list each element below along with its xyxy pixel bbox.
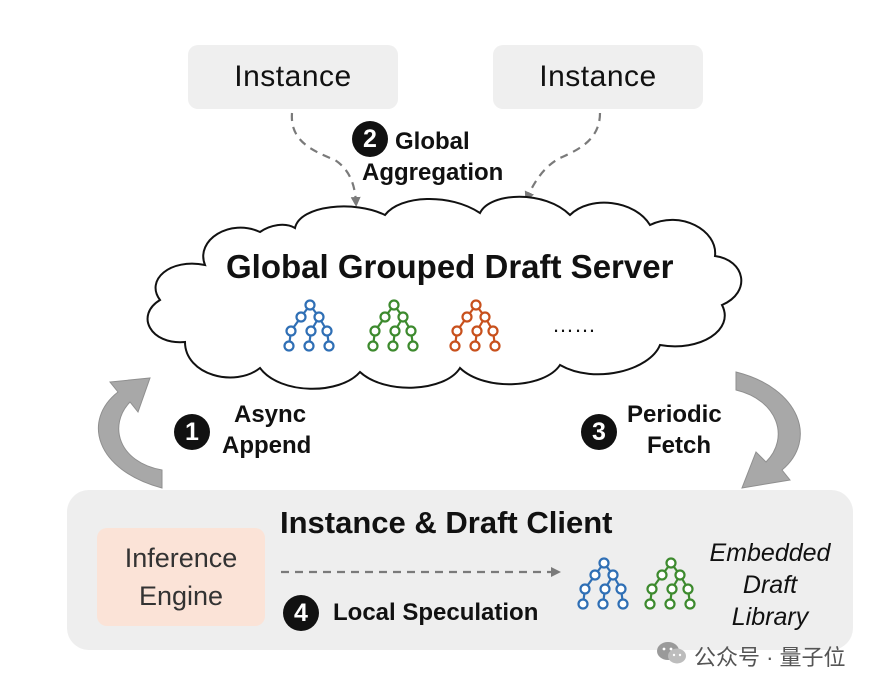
aggregation-arrow-right: [524, 112, 602, 202]
embedded-draft-library-label: Embedded Draft Library: [700, 537, 840, 633]
watermark-text: 公众号 · 量子位: [694, 645, 846, 670]
aggregation-arrow-left: [290, 112, 361, 207]
periodic-fetch-label-line2: Fetch: [647, 432, 712, 459]
tree-icon: [577, 557, 629, 610]
step-number-1: 1: [174, 414, 210, 450]
tree-icon: [283, 299, 335, 352]
step-number-4: 4: [283, 595, 319, 631]
wechat-icon: [657, 642, 686, 664]
library-line1: Embedded: [709, 539, 831, 567]
instance-box-left: Instance: [188, 45, 398, 109]
periodic-fetch-label-line1: Periodic: [627, 401, 722, 428]
inference-engine-line1: Inference: [124, 543, 238, 573]
inference-engine-line2: Engine: [138, 581, 224, 611]
step-number-3: 3: [581, 414, 617, 450]
client-title: Instance & Draft Client: [280, 505, 613, 540]
periodic-fetch-arrow: [735, 371, 801, 489]
instance-label: Instance: [539, 60, 657, 93]
global-aggregation-label-line1: Global: [395, 128, 470, 155]
local-speculation-arrow: [281, 567, 561, 577]
inference-engine-box: Inference Engine: [97, 528, 265, 626]
library-line3: Library: [731, 603, 809, 631]
more-trees-ellipsis: ……: [552, 312, 596, 337]
async-append-label-line2: Append: [222, 432, 312, 459]
library-line2: Draft: [742, 571, 798, 599]
async-append-label-line1: Async: [234, 401, 307, 428]
local-speculation-label: Local Speculation: [333, 599, 539, 626]
step-number-2: 2: [352, 121, 388, 157]
instance-label: Instance: [234, 60, 352, 93]
tree-icon: [644, 557, 696, 610]
tree-icon: [449, 299, 501, 352]
global-aggregation-label-line2: Aggregation: [362, 159, 504, 186]
server-title: Global Grouped Draft Server: [226, 248, 674, 285]
instance-box-right: Instance: [493, 45, 703, 109]
server-cloud: [146, 195, 743, 390]
tree-icon: [367, 299, 419, 352]
async-append-arrow: [97, 377, 163, 489]
